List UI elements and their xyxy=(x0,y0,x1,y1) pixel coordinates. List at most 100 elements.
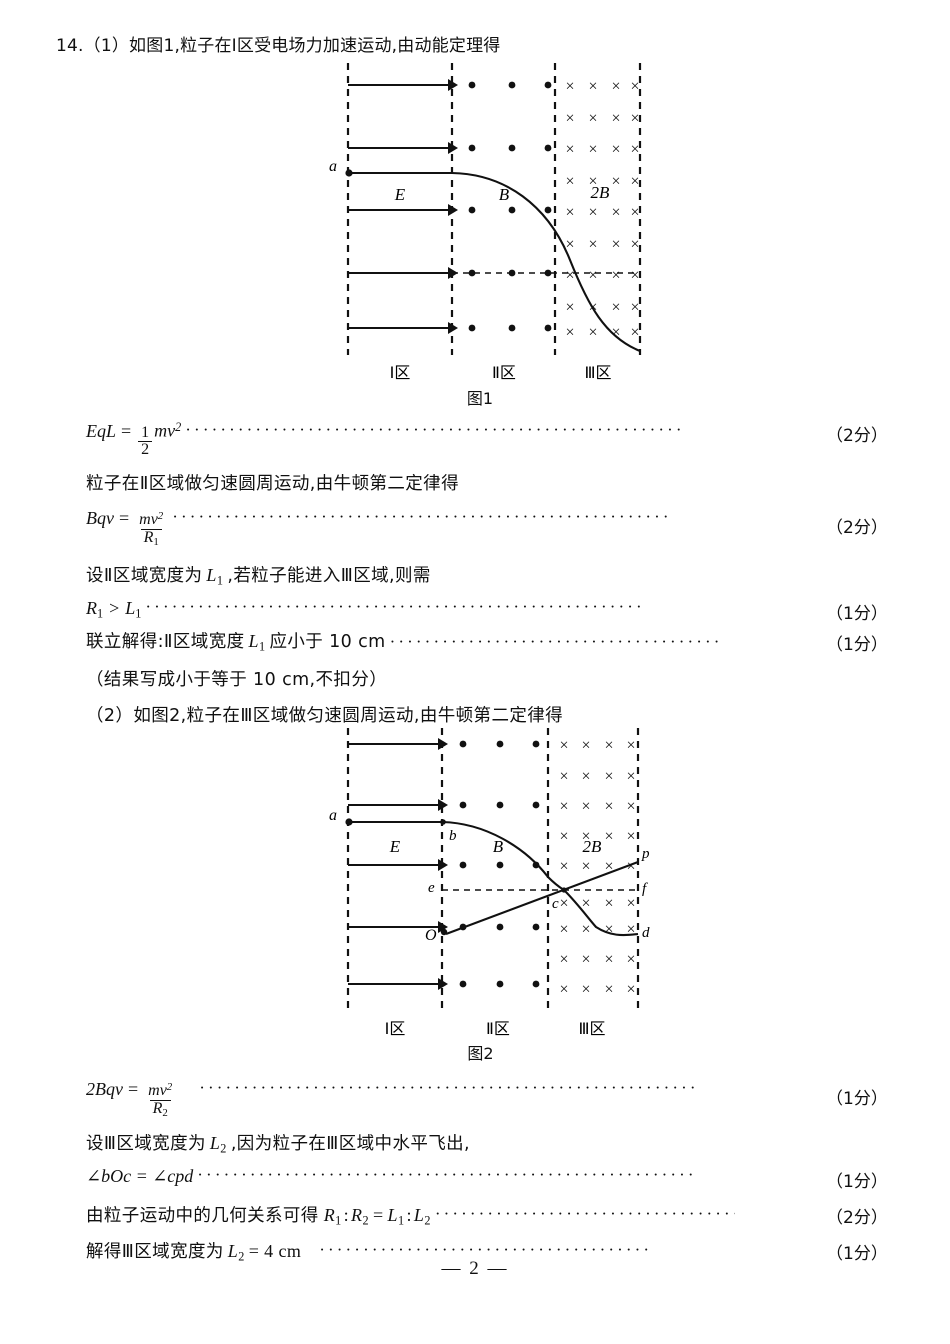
particle-trajectory-cd xyxy=(563,889,639,937)
figure-1-caption: 图1 xyxy=(466,389,494,408)
region-label-2: Ⅱ区 xyxy=(486,1019,510,1038)
svg-text:×: × xyxy=(604,737,613,754)
eq5-leader-dots: ········································… xyxy=(197,1165,697,1184)
field-arrow-heads xyxy=(438,738,448,990)
region-label-2: Ⅱ区 xyxy=(492,363,516,382)
figure-1: a ×××× ×××× ×××× ×××× ×××× ×××× ×××× ×××… xyxy=(320,55,660,408)
svg-text:×: × xyxy=(581,737,590,754)
svg-text:×: × xyxy=(611,236,620,253)
svg-text:×: × xyxy=(611,78,620,95)
eq3-rhs: L1 xyxy=(125,598,142,621)
svg-text:×: × xyxy=(630,78,639,95)
text-row-6: 设Ⅲ区域宽度为 L2 ,因为粒子在Ⅲ区域中水平飞出, xyxy=(86,1130,470,1156)
point-a-dot xyxy=(345,818,353,826)
svg-text:×: × xyxy=(581,921,590,938)
svg-text:×: × xyxy=(559,858,568,875)
svg-text:×: × xyxy=(611,324,620,341)
svg-text:×: × xyxy=(611,204,620,221)
eq1-fraction: 1 2 xyxy=(138,423,153,460)
text-row-3: 联立解得:Ⅱ区域宽度 L1 应小于 10 cm ················… xyxy=(86,628,764,654)
svg-text:×: × xyxy=(630,267,639,284)
label-a: a xyxy=(329,807,337,824)
particle-trajectory-bc xyxy=(441,820,565,891)
text-row-6-symbol-L2: L2 xyxy=(209,1133,227,1156)
text-row-3-leader-dots: ······································ xyxy=(389,632,723,651)
svg-text:×: × xyxy=(588,110,597,127)
svg-text:×: × xyxy=(559,737,568,754)
svg-text:×: × xyxy=(604,981,613,998)
svg-text:×: × xyxy=(611,173,620,190)
label-d: d xyxy=(642,925,650,941)
eq4-lhs: 2Bqv xyxy=(86,1079,123,1099)
field-crosses-region3: ×××× ×××× ×××× ×××× ×××× ×××× ×××× ×××× … xyxy=(565,78,639,341)
text-row-8-symbol-L2: L2 xyxy=(227,1241,245,1264)
region-label-3: Ⅲ区 xyxy=(578,1019,605,1038)
svg-text:×: × xyxy=(630,324,639,341)
svg-text:×: × xyxy=(588,324,597,341)
text-row-7-colon-2: : xyxy=(406,1205,412,1225)
label-e: e xyxy=(428,880,435,896)
text-row-2-part-b: ,若粒子能进入Ⅲ区域,则需 xyxy=(227,566,431,586)
svg-text:×: × xyxy=(565,204,574,221)
svg-text:×: × xyxy=(626,737,635,754)
svg-text:×: × xyxy=(565,141,574,158)
svg-text:×: × xyxy=(626,895,635,912)
label-E-region1: E xyxy=(389,837,401,856)
svg-text:×: × xyxy=(611,141,620,158)
text-row-7-symbol-L2: L2 xyxy=(413,1205,431,1228)
svg-text:×: × xyxy=(626,858,635,875)
svg-text:×: × xyxy=(630,110,639,127)
score-4: （1分） xyxy=(826,635,888,655)
eq2-lhs: Bqv xyxy=(86,508,114,528)
field-crosses-region3: ×××× ×××× ×××× ×××× ×××× ×××× ×××× ×××× … xyxy=(559,737,635,998)
text-row-7-equals: = xyxy=(372,1205,384,1225)
text-row-8-leader-dots: ······································ xyxy=(319,1240,653,1259)
svg-text:×: × xyxy=(611,267,620,284)
eq1-rhs: mv2 xyxy=(154,420,182,441)
svg-text:×: × xyxy=(581,951,590,968)
svg-text:×: × xyxy=(565,173,574,190)
eq5-content: ∠bOc = ∠cpd xyxy=(86,1166,194,1186)
eq2-numerator: mv2 xyxy=(139,510,164,528)
equation-row-2: Bqv = mv2 R1 ···························… xyxy=(86,507,748,548)
svg-text:×: × xyxy=(611,110,620,127)
figure-2: a ×××× ×××× ×××× ×××× ×××× ×××× ×××× ×××… xyxy=(320,722,665,1063)
svg-text:×: × xyxy=(581,895,590,912)
question-heading-text: 14.（1）如图1,粒子在Ⅰ区受电场力加速运动,由动能定理得 xyxy=(56,36,501,56)
svg-text:×: × xyxy=(565,267,574,284)
eq4-equals: = xyxy=(127,1079,139,1099)
text-row-2-symbol-L1: L1 xyxy=(206,565,224,588)
region-label-3: Ⅲ区 xyxy=(584,363,611,382)
field-arrow-group xyxy=(348,743,442,985)
text-row-2-part-a: 设Ⅱ区域宽度为 xyxy=(86,566,203,586)
svg-text:×: × xyxy=(604,951,613,968)
figure-1-svg: a ×××× ×××× ×××× ×××× ×××× ×××× ×××× ×××… xyxy=(329,63,642,382)
point-a-dot xyxy=(345,169,353,177)
svg-text:×: × xyxy=(559,951,568,968)
label-B-region2: B xyxy=(499,185,510,204)
svg-text:×: × xyxy=(630,173,639,190)
svg-text:×: × xyxy=(630,204,639,221)
score-7: （2分） xyxy=(826,1208,888,1228)
field-dots-region2 xyxy=(468,81,552,332)
svg-text:×: × xyxy=(604,768,613,785)
score-1: （2分） xyxy=(826,426,888,446)
text-row-7-leader-dots: ······································ xyxy=(434,1204,735,1223)
svg-text:×: × xyxy=(565,236,574,253)
eq4-leader-dots: ········································… xyxy=(199,1078,699,1097)
text-row-1-content: 粒子在Ⅱ区域做匀速圆周运动,由牛顿第二定律得 xyxy=(86,474,459,494)
svg-text:×: × xyxy=(604,895,613,912)
label-O: O xyxy=(425,927,437,944)
eq3-leader-dots: ········································… xyxy=(145,597,645,616)
text-row-3-part-a: 联立解得:Ⅱ区域宽度 xyxy=(86,632,245,652)
figure-2-svg: a ×××× ×××× ×××× ×××× ×××× ×××× ×××× ×××… xyxy=(329,728,650,1038)
svg-text:×: × xyxy=(626,921,635,938)
svg-text:×: × xyxy=(559,921,568,938)
eq2-equals: = xyxy=(118,508,130,528)
field-arrow-group xyxy=(348,84,452,329)
equation-row-3: R1 > L1 ································… xyxy=(86,597,794,621)
svg-text:×: × xyxy=(626,828,635,845)
eq1-numerator: 1 xyxy=(141,423,150,441)
label-2B-region3: 2B xyxy=(591,183,611,202)
svg-text:×: × xyxy=(588,204,597,221)
